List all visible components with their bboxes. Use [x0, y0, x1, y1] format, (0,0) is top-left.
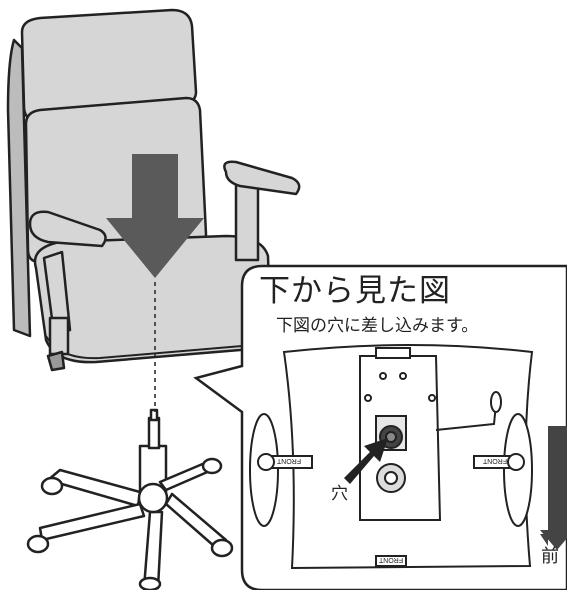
plate-label-bottom: FRONT	[378, 556, 403, 563]
plate-label-left: FRONT	[276, 457, 301, 464]
plate-label-right: FRONT	[482, 457, 507, 464]
hole-label: 穴	[331, 486, 348, 503]
five-star-base	[28, 459, 232, 590]
callout-title: 下から見た図	[259, 276, 451, 307]
callout-instruction: 下図の穴に差し込みます。	[276, 318, 478, 335]
front-label: 前	[541, 548, 559, 566]
